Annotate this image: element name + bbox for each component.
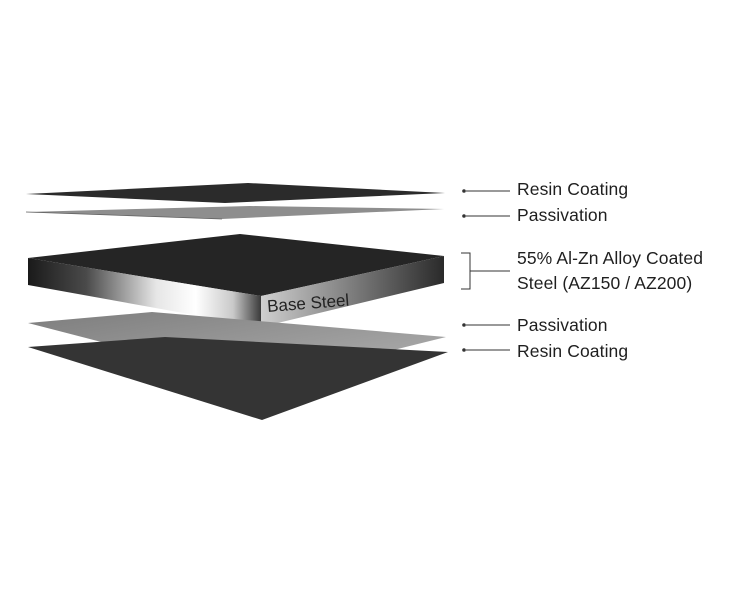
passivation-top-edge bbox=[25, 211, 223, 220]
label-resin-coating-top: Resin Coating bbox=[517, 179, 629, 199]
label-passivation-top: Passivation bbox=[517, 205, 608, 225]
base-steel-slab bbox=[28, 234, 444, 327]
resin-coating-top-layer bbox=[26, 183, 445, 203]
dot-resin-top bbox=[462, 189, 466, 193]
label-alloy-line1: 55% Al-Zn Alloy Coated bbox=[517, 248, 704, 268]
passivation-top-layer bbox=[26, 206, 444, 219]
steel-top-face bbox=[28, 234, 444, 296]
label-passivation-bottom: Passivation bbox=[517, 315, 608, 335]
label-resin-coating-bottom: Resin Coating bbox=[517, 341, 629, 361]
leader-lines bbox=[461, 190, 510, 351]
alloy-bracket bbox=[461, 252, 471, 290]
leader-dots bbox=[462, 189, 466, 352]
dot-passivation-top bbox=[462, 214, 466, 218]
resin-coating-bottom-layer bbox=[28, 337, 448, 420]
steel-front-face bbox=[28, 258, 261, 327]
dot-passivation-bottom bbox=[462, 323, 466, 327]
label-alloy-line2: Steel (AZ150 / AZ200) bbox=[517, 273, 693, 293]
steel-right-face bbox=[261, 256, 444, 327]
dot-resin-bottom bbox=[462, 348, 466, 352]
